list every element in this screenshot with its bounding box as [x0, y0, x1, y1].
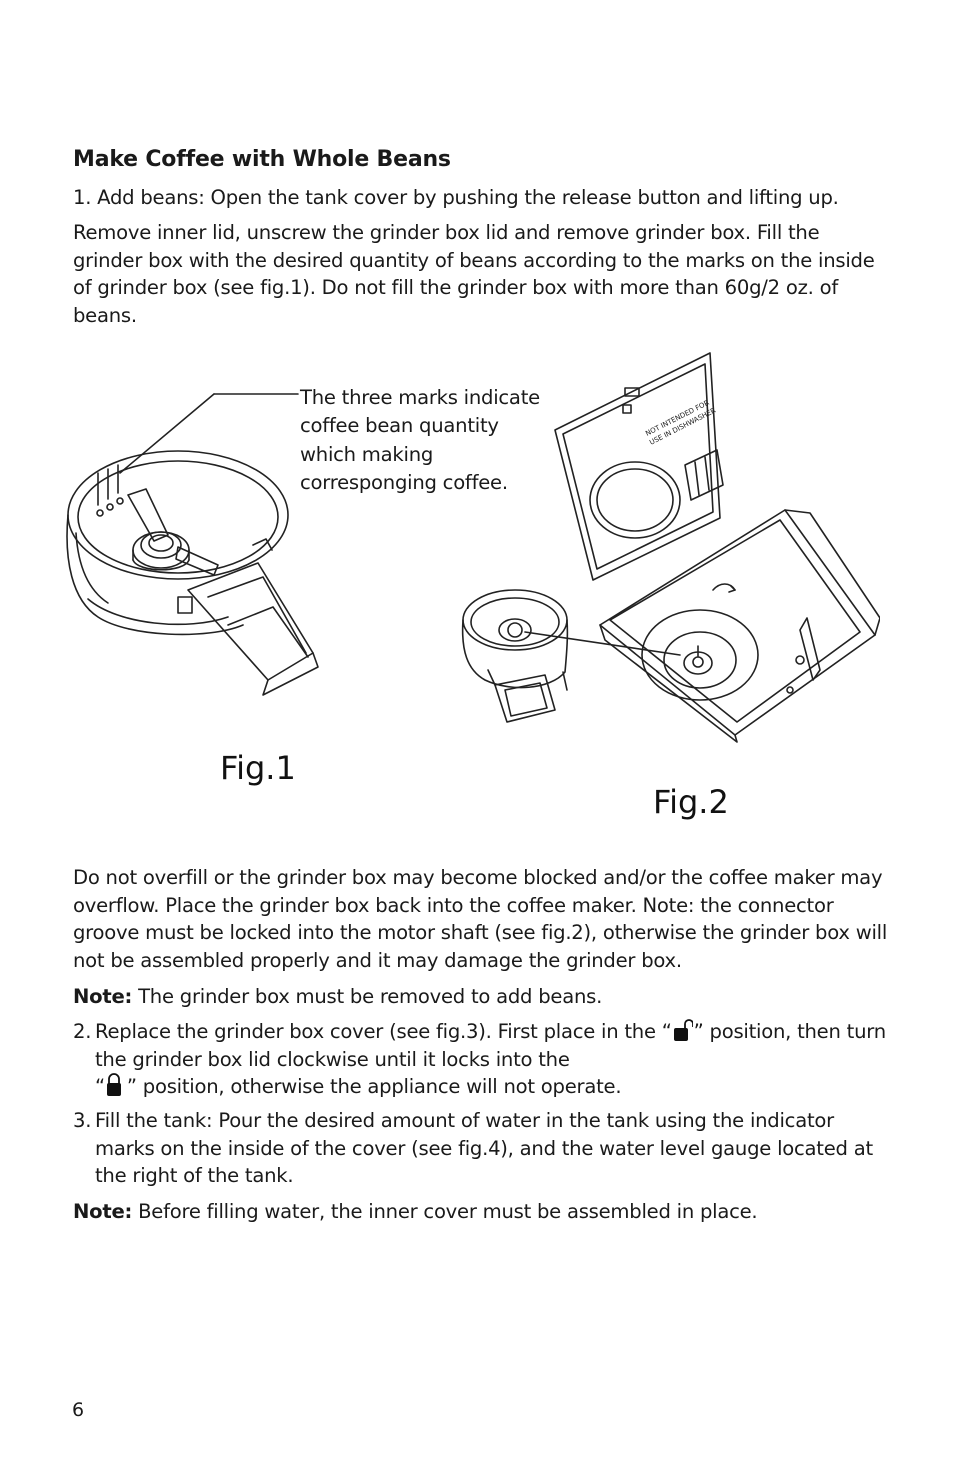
- coffee-maker-illustration: NOT INTENDED FOR USE IN DISHWASHER: [461, 352, 880, 743]
- step-2-part4: ” position, otherwise the appliance will…: [126, 1075, 622, 1099]
- note-2: Note: Before filling water, the inner co…: [73, 1198, 888, 1226]
- note-2-text: Before filling water, the inner cover mu…: [132, 1200, 758, 1223]
- step-2-part3: “: [95, 1075, 105, 1099]
- step-2: 2. Replace the grinder box cover (see fi…: [73, 1018, 888, 1101]
- step-2-part2: ” position, then turn the grinder box li…: [95, 1020, 886, 1071]
- step-2-number: 2.: [73, 1020, 92, 1043]
- step-3: 3. Fill the tank: Pour the desired amoun…: [73, 1107, 888, 1190]
- fig1-label: Fig.1: [220, 749, 296, 787]
- grinder-box-illustration: [66, 393, 319, 696]
- unlocked-padlock-icon: [673, 1018, 694, 1042]
- section-heading: Make Coffee with Whole Beans: [73, 147, 451, 172]
- page-number: 6: [72, 1399, 85, 1421]
- fig1-callout: The three marks indicate coffee bean qua…: [300, 386, 540, 495]
- step-3-text: Fill the tank: Pour the desired amount o…: [95, 1109, 873, 1188]
- locked-padlock-icon: [106, 1073, 126, 1097]
- step1-intro: 1. Add beans: Open the tank cover by pus…: [73, 186, 839, 209]
- note-1-text: The grinder box must be removed to add b…: [132, 985, 603, 1008]
- note-2-label: Note:: [73, 1200, 133, 1223]
- step1-body: Remove inner lid, unscrew the grinder bo…: [73, 221, 875, 327]
- step-3-number: 3.: [73, 1109, 92, 1132]
- fig2-label: Fig.2: [653, 783, 729, 821]
- overfill-paragraph: Do not overfill or the grinder box may b…: [73, 866, 888, 972]
- note-1-label: Note:: [73, 985, 133, 1008]
- step-2-part1: Replace the grinder box cover (see fig.3…: [95, 1020, 672, 1043]
- note-1: Note: The grinder box must be removed to…: [73, 983, 888, 1011]
